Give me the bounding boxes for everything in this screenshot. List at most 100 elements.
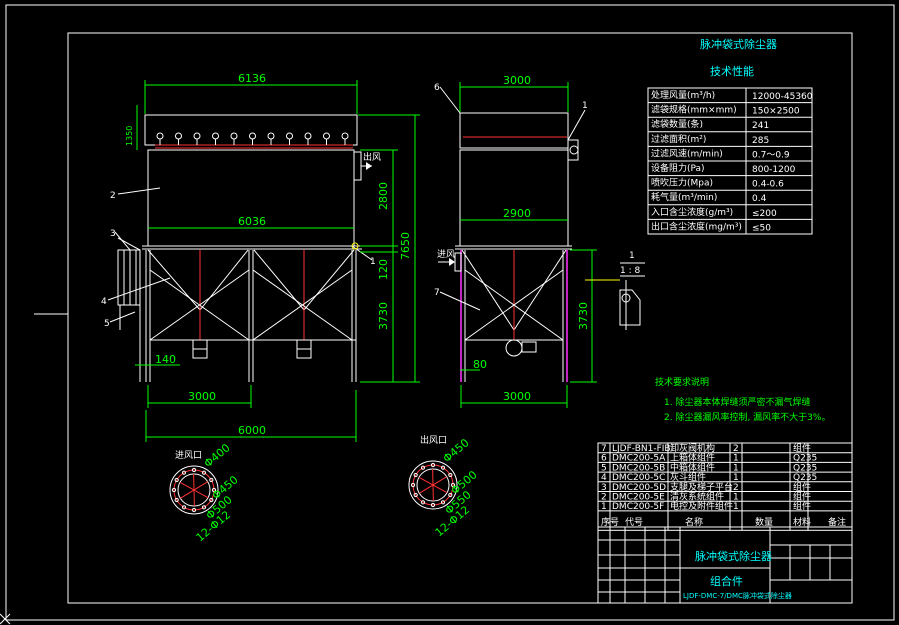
bom-qty: 2: [733, 483, 739, 493]
side-dimensions: 3000 2900 80 3000 3730: [459, 74, 620, 408]
spec-row-label: 滤袋数量(条): [651, 118, 703, 130]
spec-subtitle: 技术性能: [710, 64, 754, 78]
pulse-valve-icon: [175, 132, 182, 145]
titleblock-code: LJDF-DMC-7/DMC脉冲袋式除尘器: [683, 591, 792, 600]
pulse-valve-icon: [267, 132, 275, 145]
dim-3000-front: 3000: [188, 390, 216, 403]
bom-header: 材料: [793, 516, 811, 528]
bom-qty: 1: [733, 493, 739, 503]
bom-header: 代号: [625, 517, 643, 528]
callouts-front: [107, 187, 373, 323]
inlet-arrow: [449, 258, 455, 266]
spec-row-value: 241: [752, 121, 769, 131]
detail-scale: 1 : 8: [620, 266, 640, 276]
pulse-valve-icon: [323, 132, 330, 145]
bom-code: LJDF-BN1-FIB: [612, 444, 671, 454]
outlet-flange: [353, 151, 362, 181]
dim-3730-side: 3730: [577, 302, 590, 330]
spec-row-label: 喷吹压力(Mpa): [651, 177, 713, 189]
outlet-arrow: [366, 162, 372, 170]
spec-row-value: 12000-45360: [752, 92, 813, 102]
bom-name: 上箱体组件: [670, 452, 715, 464]
bom-code: DMC200-5E: [612, 493, 665, 503]
bom-qty: 1: [733, 502, 739, 512]
spec-row-value: 0.4-0.6: [752, 180, 784, 190]
spec-row-value: 150×2500: [752, 107, 800, 117]
pulse-valve-icon: [249, 132, 256, 145]
bom-code: DMC200-5B: [612, 463, 665, 473]
spec-row-label: 过滤风速(m/min): [651, 147, 723, 159]
dim-3000-side-bottom: 3000: [503, 390, 531, 403]
inner-frame: [67, 32, 853, 604]
bom-mat: 组件: [793, 491, 811, 503]
bom-no: 5: [601, 463, 607, 473]
bom-qty: 1: [733, 454, 739, 464]
side-discharge-valve: [505, 339, 523, 357]
bom-qty: 2: [733, 444, 739, 454]
bom-no: 1: [601, 502, 607, 512]
callout-1-front: 1: [370, 257, 376, 267]
bom-name: 中箱体组件: [670, 461, 715, 473]
bom-qty: 1: [733, 463, 739, 473]
bom-no: 3: [601, 483, 607, 493]
side-view: 进风 6 1 7: [434, 83, 588, 382]
bom-code: DMC200-5A: [612, 454, 666, 464]
callout-1-side: 1: [582, 101, 588, 111]
bom-name: 支腿及梯子平台: [670, 481, 733, 493]
spec-row-label: 处理风量(m³/h): [651, 89, 715, 101]
bom-header: 数量: [755, 516, 773, 528]
dim-3730-front: 3730: [377, 302, 390, 330]
side-roof: [459, 112, 569, 149]
spec-row-label: 耗气量(m³/min): [651, 191, 717, 203]
detail-view-1: 1 1 : 8: [619, 251, 645, 330]
corner-cross: [0, 613, 11, 625]
outer-frame: [5, 4, 895, 621]
dim-2900: 2900: [503, 207, 531, 220]
ladder: [117, 249, 141, 306]
pulse-valve-icon: [212, 132, 219, 145]
bom-name: 灰斗组件: [670, 471, 706, 483]
bom-name: 清灰系统组件: [670, 491, 724, 503]
note-1: 1. 除尘器本体焊缝须严密不漏气焊缝: [664, 396, 810, 408]
pulse-valves: [156, 132, 349, 145]
dim-1350: 1350: [125, 126, 134, 146]
front-view: 出风: [101, 114, 381, 382]
bom-no: 6: [601, 454, 607, 464]
title-block: 脉冲袋式除尘器 组合件 LJDF-DMC-7/DMC脉冲袋式除尘器: [597, 526, 853, 604]
bom-no: 2: [601, 493, 607, 503]
bom-code: DMC200-5C: [612, 473, 665, 483]
front-body: [147, 149, 355, 247]
spec-row-label: 入口含尘浓度(g/m³): [651, 206, 733, 218]
bom-header: 名称: [685, 516, 703, 528]
pulse-valve-icon: [156, 132, 164, 145]
callout-4: 4: [101, 297, 107, 307]
spec-row-value: ≤200: [752, 209, 777, 219]
dim-6000: 6000: [238, 424, 266, 437]
drawing-title: 脉冲袋式除尘器: [700, 37, 777, 51]
callout-7: 7: [434, 288, 440, 298]
spec-row-value: ≤50: [752, 223, 771, 233]
dim-6136: 6136: [238, 72, 266, 85]
spec-table: 处理风量(m³/h) 12000-45360 滤袋规格(mm×mm) 150×2500…: [647, 87, 813, 235]
detail-number: 1: [629, 251, 635, 261]
bom-mat: Q235: [793, 454, 817, 464]
pulse-valve-icon: [304, 132, 312, 145]
pulse-valve-icon: [286, 132, 293, 145]
front-roof: [144, 114, 358, 146]
dim-7650: 7650: [399, 232, 412, 260]
bom-name: 卸灰阀机构: [670, 442, 715, 454]
spec-row-label: 设备阻力(Pa): [651, 162, 705, 174]
dim-140: 140: [155, 353, 176, 366]
bom-no: 4: [601, 473, 607, 483]
spec-row-label: 滤袋规格(mm×mm): [651, 104, 737, 116]
bom-mat: 组件: [793, 500, 811, 512]
spec-row-value: 285: [752, 136, 769, 146]
titleblock-type: 组合件: [710, 574, 743, 588]
inlet-flange: [454, 252, 462, 272]
note-2: 2. 除尘器漏风率控制, 漏风率不大于3%。: [664, 411, 830, 423]
callout-6: 6: [434, 83, 440, 93]
notes-title: 技术要求说明: [655, 376, 709, 388]
bom-header: 备注: [828, 516, 846, 528]
callout-3: 3: [110, 229, 116, 239]
